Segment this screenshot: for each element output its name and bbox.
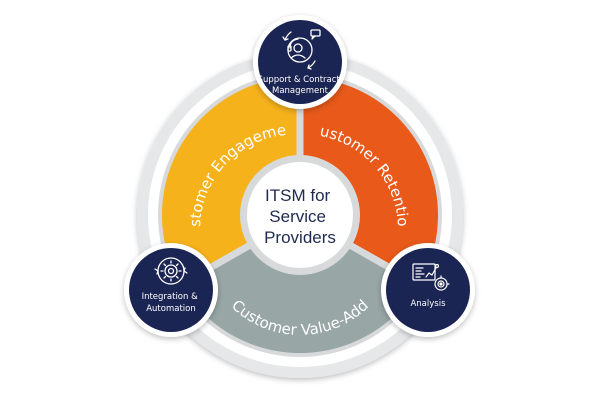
node-support-label: Support & Contract Management (258, 75, 343, 96)
headset-chat-icon (282, 29, 321, 70)
analytics-dashboard-icon (412, 263, 450, 291)
gears-sync-icon (154, 257, 188, 285)
segment-value_add (180, 244, 420, 353)
center-circle (247, 162, 353, 268)
center-title: ITSM for Service Providers (264, 186, 336, 247)
node-support-line-1: Support & Contract (258, 75, 341, 85)
node-analysis-label: Analysis (410, 299, 446, 309)
node-integration-line-1: Integration & (142, 292, 199, 302)
segments-layer (161, 77, 438, 353)
center-line-1: ITSM for (265, 186, 331, 205)
center-line-2: Service (269, 207, 326, 226)
segment-retention (300, 77, 438, 284)
node-integration-line-2: Automation (146, 304, 196, 314)
node-support: Support & Contract Management (253, 15, 347, 109)
segment-engagement (161, 77, 300, 284)
node-support-line-2: Management (272, 86, 329, 96)
node-integration-label: Integration & Automation (142, 292, 201, 314)
node-analysis: Analysis (381, 243, 475, 337)
node-integration: Integration & Automation (124, 243, 218, 337)
center-line-3: Providers (264, 228, 336, 247)
node-analysis-line-1: Analysis (410, 299, 446, 309)
